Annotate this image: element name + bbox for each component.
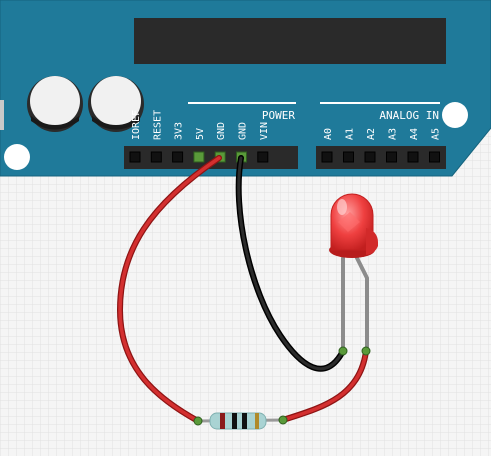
pin-label-a3: A3 (388, 128, 399, 140)
mounting-hole (442, 102, 468, 128)
pin-a0 (321, 151, 333, 163)
capacitor (88, 76, 144, 132)
pin-label-gnd: GND (238, 122, 249, 140)
pin-label-gnd: GND (216, 122, 227, 140)
connection-pad (193, 416, 203, 426)
pin-label-reset: RESET (152, 110, 163, 140)
pin-vin (257, 151, 269, 163)
pin-label-a0: A0 (323, 128, 334, 140)
red-led (329, 193, 379, 258)
pin-a3 (386, 151, 397, 163)
resistor-to-led-wire-core (281, 349, 368, 422)
pin-a2 (364, 151, 376, 163)
pin-5v (193, 151, 205, 163)
analog-in-label: ANALOG IN (379, 109, 439, 122)
board-edge-tab (0, 100, 4, 130)
pin-ioref (129, 151, 141, 163)
resistor-band (255, 413, 259, 429)
ground-wire-core (237, 156, 345, 371)
pin-a5 (429, 151, 440, 163)
resistor (197, 412, 284, 430)
pin-3v3 (172, 151, 184, 163)
pin-a4 (407, 151, 419, 163)
connection-pad (278, 415, 288, 425)
mounting-hole (4, 144, 30, 170)
pin-label-a5: A5 (431, 128, 442, 140)
pin-label-3v3: 3V3 (174, 122, 185, 140)
capacitor (27, 76, 83, 132)
resistor-band (232, 413, 237, 429)
resistor-band (242, 413, 247, 429)
power-wire-core (118, 156, 221, 423)
analog-header (316, 146, 446, 169)
pin-label-a1: A1 (345, 128, 356, 140)
connection-pad (338, 346, 348, 356)
pin-a1 (343, 151, 354, 163)
resistor-band (220, 413, 225, 429)
pin-label-ioref: IOREF (131, 110, 142, 140)
power-label: POWER (262, 109, 295, 122)
pin-label-a2: A2 (366, 128, 377, 140)
pin-reset (150, 151, 162, 163)
header-block (134, 18, 446, 64)
connection-pad (361, 346, 371, 356)
pin-label-a4: A4 (409, 128, 420, 140)
power-header (124, 146, 298, 169)
pin-label-5v: 5V (195, 128, 206, 140)
led-lead-anode (355, 256, 369, 352)
pin-label-vin: VIN (259, 122, 270, 140)
